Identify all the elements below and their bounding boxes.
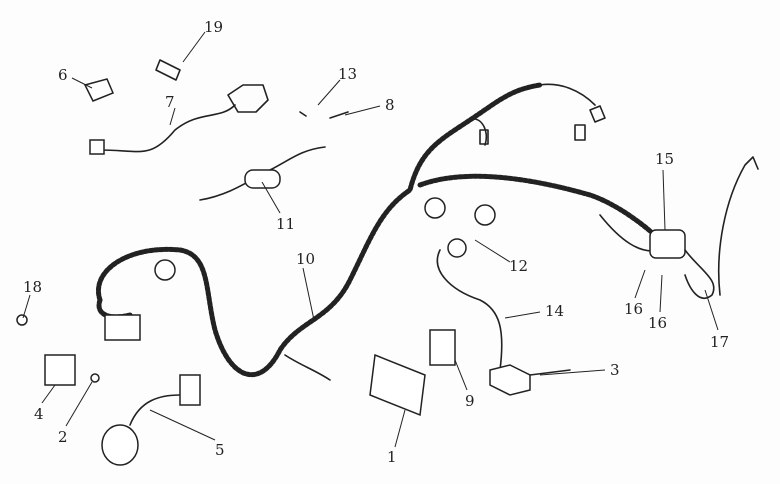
callout-2: 2 xyxy=(58,428,68,446)
callout-8: 8 xyxy=(385,96,395,114)
callout-16a: 16 xyxy=(624,300,643,318)
callout-18: 18 xyxy=(23,278,42,296)
callout-17: 17 xyxy=(710,333,729,351)
small-parts xyxy=(16,59,571,466)
callout-6: 6 xyxy=(58,66,68,84)
callout-4: 4 xyxy=(34,405,44,423)
callout-9: 9 xyxy=(465,392,475,410)
main-wiring-harness xyxy=(96,82,759,381)
callout-10: 10 xyxy=(296,250,315,268)
regulator xyxy=(44,354,76,386)
callout-14: 14 xyxy=(545,302,564,320)
starter-relay xyxy=(649,229,686,259)
relay-box xyxy=(104,314,141,341)
callout-3: 3 xyxy=(610,361,620,379)
callout-12: 12 xyxy=(509,257,528,275)
callout-1: 1 xyxy=(387,448,397,466)
flasher-relay xyxy=(429,329,456,366)
cdi-unit xyxy=(369,353,426,417)
callout-11: 11 xyxy=(276,215,295,233)
callout-16b: 16 xyxy=(648,314,667,332)
callout-5: 5 xyxy=(215,441,225,459)
callout-7: 7 xyxy=(165,93,175,111)
leader-lines xyxy=(22,31,719,448)
callout-19: 19 xyxy=(204,18,223,36)
callout-labels: 19 6 7 13 8 11 10 18 12 15 14 16 16 17 4… xyxy=(23,18,729,466)
callout-13: 13 xyxy=(338,65,357,83)
callout-15: 15 xyxy=(655,150,674,168)
